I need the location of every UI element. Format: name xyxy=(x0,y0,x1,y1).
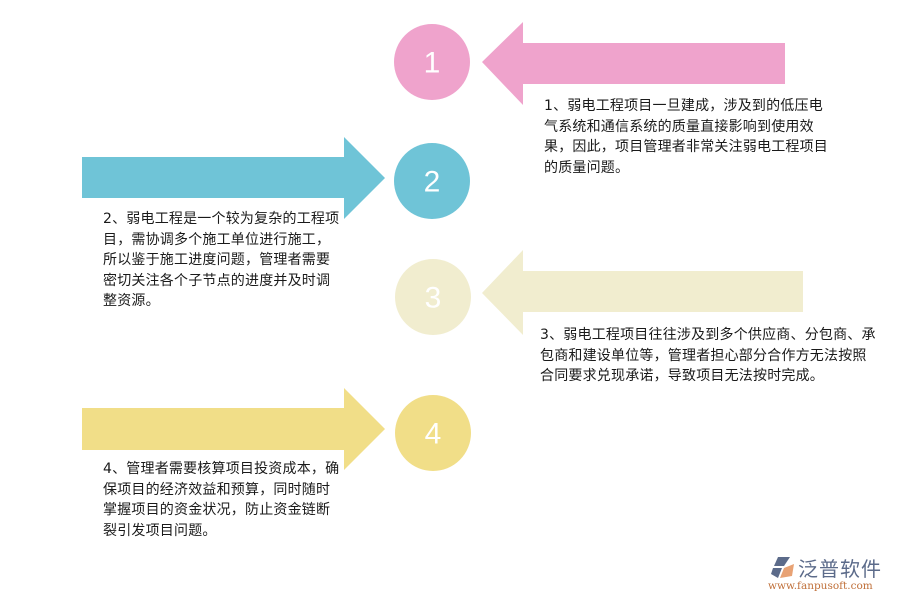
step-4-description: 4、管理者需要核算项目投资成本，确保项目的经济效益和预算，同时随时掌握项目的资金… xyxy=(103,461,340,539)
step-1-circle xyxy=(394,24,470,100)
logo-mark-icon xyxy=(771,557,794,578)
logo-name: 泛普软件 xyxy=(798,557,882,581)
step-1-number: 1 xyxy=(424,47,441,80)
step-2-number: 2 xyxy=(424,166,441,199)
step-2-circle xyxy=(394,143,470,219)
step-4-circle xyxy=(395,395,471,471)
brand-logo: 泛普软件 www.fanpusoft.com xyxy=(768,553,898,598)
step-3-number: 3 xyxy=(425,282,442,315)
step-2-arrow xyxy=(82,137,385,219)
step-3-description: 3、弱电工程项目往往涉及到多个供应商、分包商、承包商和建设单位等，管理者担心部分… xyxy=(540,327,876,384)
step-2-description: 2、弱电工程是一个较为复杂的工程项目，需协调多个施工单位进行施工，所以鉴于施工进… xyxy=(103,211,340,309)
step-4-number: 4 xyxy=(425,418,442,451)
step-1-arrow xyxy=(482,22,785,105)
step-3-arrow xyxy=(482,250,803,335)
logo-url: www.fanpusoft.com xyxy=(768,580,873,592)
step-4-arrow xyxy=(82,388,385,470)
step-1-description: 1、弱电工程项目一旦建成，涉及到的低压电气系统和通信系统的质量直接影响到使用效果… xyxy=(544,98,828,176)
step-3-circle xyxy=(395,259,471,335)
